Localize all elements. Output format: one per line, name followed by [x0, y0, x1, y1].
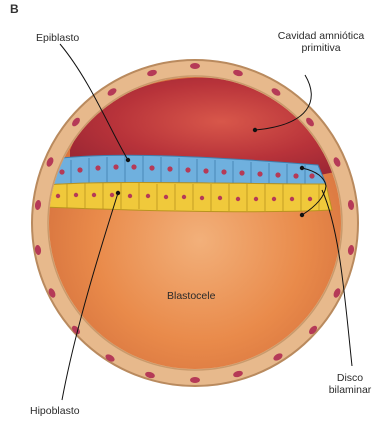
- label-blastocoel: Blastocele: [167, 290, 215, 302]
- label-epiblast: Epiblasto: [36, 32, 79, 44]
- label-amniotic-cavity: Cavidad amniótica primitiva: [266, 30, 376, 54]
- label-amniotic-cavity-line1: Cavidad amniótica: [266, 30, 376, 42]
- label-hypoblast: Hipoblasto: [30, 405, 80, 417]
- hypoblast-layer: [42, 182, 332, 211]
- label-disc-line1: Disco: [320, 372, 380, 384]
- label-disc-bilaminar: Disco bilaminar: [320, 372, 380, 396]
- label-disc-line2: bilaminar: [320, 384, 380, 396]
- label-amniotic-cavity-line2: primitiva: [266, 42, 376, 54]
